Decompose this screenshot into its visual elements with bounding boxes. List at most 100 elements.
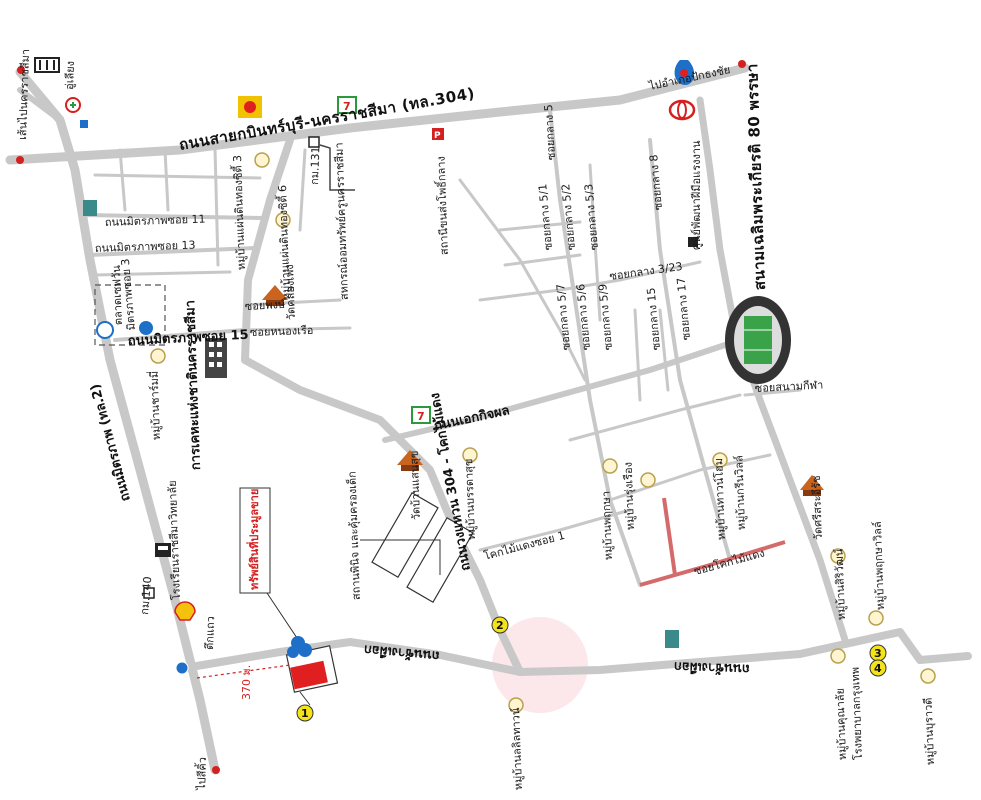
soi-5-1-label: ซอยกลาง 5/1 [536,183,555,251]
village-3-label: หมู่บ้านชาร์มมี่ [146,371,163,441]
soi-5-9-label: ซอยกลาง 5/9 [596,283,615,351]
shell-logo-icon [174,601,196,621]
police-icon [688,237,698,247]
soi-diag-road [458,178,587,382]
soi15-label: ถนนมิตรภาพซอย 15 [127,328,249,349]
soi-cross-1 [503,253,582,267]
to-bangkok-label: ไปสีคิ้ว [193,757,209,791]
soi-v3 [213,146,220,267]
village-6-label: หมู่บ้านรุ่งเรือง [622,462,637,531]
mittraphap-soi13-road [88,246,257,257]
village-icon [254,152,270,168]
province-hall-label: การเคหะแห่งชาตินครราชสีมา [182,300,204,471]
soi-5-2-label: ซอยกลาง 5/2 [559,183,578,251]
museum-buildings [360,492,474,603]
soi-klang-5-label: ซอยกลาง 5 [542,104,558,161]
bus-icon [175,661,189,675]
village-icon [150,348,166,364]
village-12-label: หมู่บ้านคุณาลัย [833,688,849,761]
chang-phueak-label-1: ถนนช้างเผือก [363,641,440,664]
soi-nong-ruea-label: ซอยหนองเรือ [250,324,314,339]
soi-khok-mai-daeng-1-road [478,508,632,552]
soi-15-label: ซอยกลาง 15 [645,287,663,351]
soi11-label: ถนนมิตรภาพซอย 11 [105,212,206,229]
office-icon [16,60,746,774]
marker-3: 3 [869,644,887,662]
property-label: ทรัพย์สินที่ประมูลขาย [246,489,262,590]
hospital-icon [65,97,81,113]
area-highlight [492,617,588,713]
soi-cross-2 [498,220,582,232]
bus-stop-icon [287,636,312,658]
market-label: ตลาดเซฟวัน [110,265,125,326]
bus-terminal-icon: P [432,128,444,141]
temple-ban-label: วัดบ้านแสนสุข [408,450,423,520]
soi3-label: มิตรภาพซอย 3 [119,258,138,331]
village-5-label: หมู่บ้านพฤกษา [600,491,615,561]
soi-5-6-label: ซอยกลาง 5/6 [574,283,593,351]
marker-1: 1 [296,704,314,722]
soi-v2 [163,148,170,212]
temple-khlong-label: วัดคลองเพ่ง [283,264,298,320]
village-icon [830,548,846,564]
km-post-icon [143,587,155,599]
building-icon [205,338,227,378]
village-icon [508,697,524,713]
gas-pump-icon [83,200,97,216]
market-area [94,284,166,346]
km131-label: กม.131 [308,146,322,185]
gas-pump-icon [665,630,679,648]
svg-text:7: 7 [343,100,351,113]
village-icon [602,458,618,474]
village-13-label: หมู่บ้านบุราวดี [922,697,937,765]
temple-icon [262,285,288,306]
lamp-icon [80,120,88,128]
mittraphap-soi15-road [113,328,247,342]
stadium-soi-road [743,388,802,397]
village-10-label: หมู่บ้านพฤกษาวิลล์ [871,521,887,610]
village-icon [640,472,656,488]
ramp-road [17,87,63,123]
soi-17-label: ซอยกลาง 17 [675,277,693,341]
soi-3-23-road [478,260,702,302]
soi-v1 [118,148,127,212]
property-label-box [239,487,271,594]
hospital-sign-label: โรงพยาบาลกรุงเทพ [848,667,865,761]
training-center-label: ศูนย์พัฒนาฝีมือแรงงาน [690,140,703,250]
soi-17-road [658,308,670,392]
soi-klang-8-label: ซอยกลาง 8 [647,154,665,211]
ring-road [241,136,524,676]
train-icon [34,57,60,73]
soi-phong-label: ซอยพงษ์ [244,298,285,313]
chang-phueak-road [181,628,972,676]
village-icon [830,648,846,664]
soi-v4 [298,148,307,232]
svg-text:4: 4 [874,662,882,675]
svg-text:2: 2 [496,619,504,632]
km140-label: กม.140 [138,576,154,615]
temple-icon [800,475,824,496]
soi13-label: ถนนมิตรภาพซอย 13 [95,238,196,255]
shophouse-label: ตึกแถว [203,616,217,650]
mittraphap-soi11-road [83,213,267,220]
marker-4: 4 [869,659,887,677]
soi-h5 [93,270,232,277]
marker-2: 2 [491,616,509,634]
village-icon [275,212,291,228]
distance-line [196,664,291,679]
distance-label: 370 ม. [240,665,253,700]
property-marker [264,589,339,706]
svg-text:P: P [434,131,441,141]
soi-5-2-road [588,163,602,322]
km131-line [319,144,355,191]
mittraphap-label: ถนนมิตรภาพ (ทล.2) [88,382,134,503]
school-label: โรงเรียนราชสีมาวิทยาลัย [165,480,183,600]
bus-station-label: สถานีขนส่งโพธิ์กลาง [433,156,451,255]
village-9-label: หมู่บ้านสิริวัฒน์ [832,548,848,620]
store-icon: 7 [411,406,431,424]
school-icon [155,543,171,557]
soi-nong-ruea-road [243,326,352,332]
soi-5-7-label: ซอยกลาง 5/7 [554,283,573,351]
